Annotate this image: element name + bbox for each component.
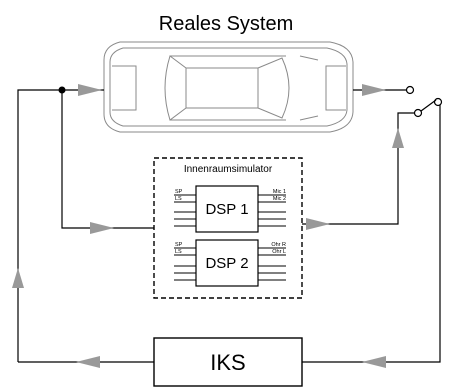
arrow-right-icon <box>78 84 102 96</box>
simulator-box <box>153 157 303 299</box>
dsp1-pin-left-2: LS <box>175 196 182 202</box>
arrow-right-icon <box>306 218 330 230</box>
car-icon <box>103 41 354 133</box>
dsp2-label: DSP 2 <box>205 255 248 272</box>
diagram-title: Reales System <box>159 13 294 35</box>
junction-dot <box>58 86 66 94</box>
arrow-up-icon <box>392 128 404 148</box>
arrow-up-icon <box>12 268 24 288</box>
arrow-left-icon <box>362 356 386 368</box>
dsp2-pin-left-2: LS <box>175 249 182 255</box>
dsp2-pin-right-1: Ohr R <box>271 242 286 248</box>
arrow-right-icon <box>90 222 114 234</box>
iks-block: IKS <box>153 337 303 387</box>
arrow-left-icon <box>76 356 100 368</box>
dsp2-pin-left-1: SP <box>175 242 183 248</box>
simulator-title: Innenraumsimulator <box>184 164 273 175</box>
dsp1-block: DSP 1 SP LS Mic 1 Mic 2 <box>174 185 286 233</box>
iks-label: IKS <box>210 350 245 375</box>
dsp1-pin-right-1: Mic 1 <box>273 189 286 195</box>
changeover-switch <box>405 85 443 118</box>
dsp2-block: DSP 2 SP LS Ohr R Ohr L <box>174 239 286 287</box>
dsp1-pin-left-1: SP <box>175 189 183 195</box>
dsp1-label: DSP 1 <box>205 201 248 218</box>
flow-arrows <box>12 84 404 368</box>
dsp1-pin-right-2: Mic 2 <box>273 196 286 202</box>
dsp2-pin-right-2: Ohr L <box>272 249 286 255</box>
arrow-right-icon <box>362 84 386 96</box>
